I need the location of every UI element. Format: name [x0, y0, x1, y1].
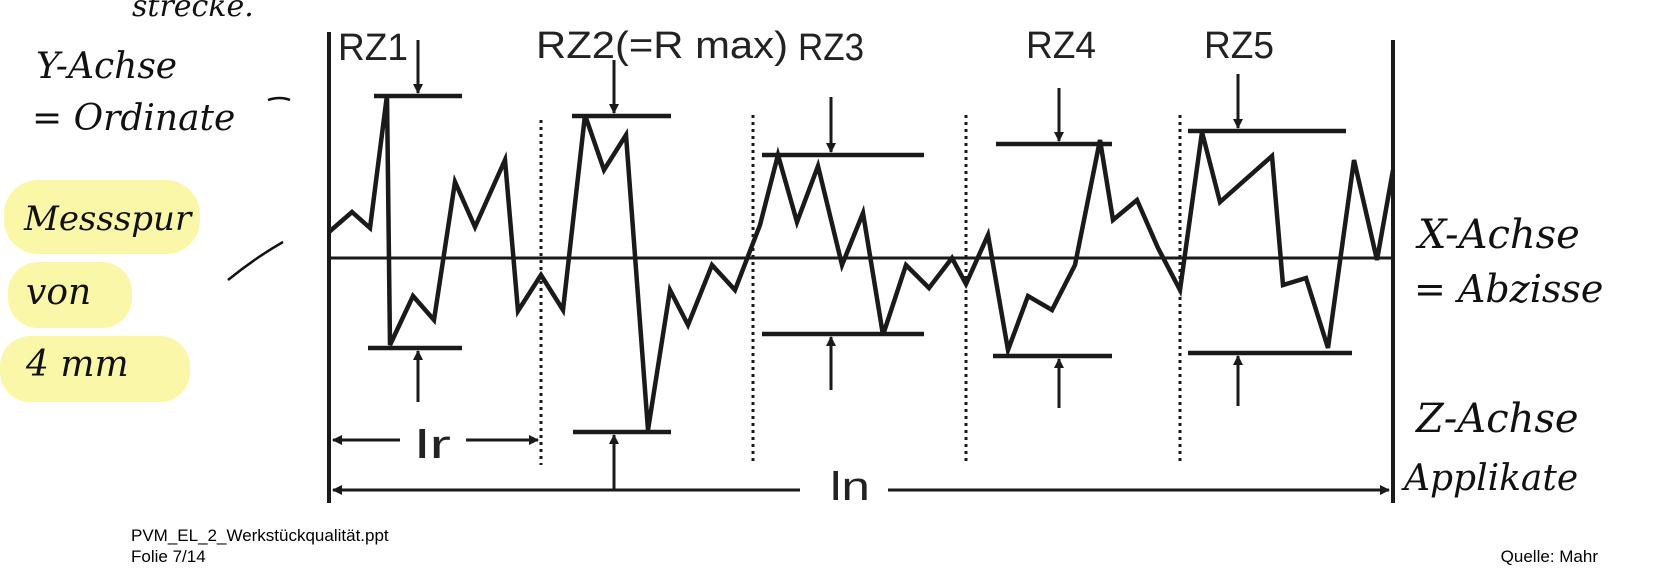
footer-filename: PVM_EL_2_Werkstückqualität.ppt	[131, 526, 389, 545]
note-z-axis-1: Z-Achse	[1414, 396, 1579, 442]
highlight-von	[8, 262, 132, 328]
note-4mm: 4 mm	[25, 344, 129, 385]
label-rz5: RZ5	[1204, 25, 1274, 67]
label-rz2: RZ2(=R max)	[536, 25, 788, 67]
note-x-axis-1: X-Achse	[1415, 212, 1580, 258]
label-rz1: RZ1	[338, 27, 408, 69]
note-messspur: Messspur	[23, 199, 193, 239]
label-rz4: RZ4	[1026, 25, 1096, 67]
label-lr: lr	[415, 423, 451, 467]
note-y-axis-2: = Ordinate	[32, 98, 235, 139]
highlight-4mm	[0, 336, 190, 402]
note-y-axis-1: Y-Achse	[36, 46, 177, 87]
pointer-stroke-ordinate	[267, 96, 291, 102]
highlight-messspur	[4, 180, 200, 254]
top-cut-text: strecke.	[132, 0, 254, 24]
label-rz3: RZ3	[798, 27, 864, 69]
label-ln: ln	[830, 465, 870, 509]
footer-source: Quelle: Mahr	[1500, 547, 1598, 566]
roughness-profile	[327, 94, 1396, 431]
note-x-axis-2: = Abzisse	[1414, 267, 1603, 311]
pointer-stroke-messspur	[227, 240, 284, 281]
footer-slide-number: Folie 7/14	[131, 547, 206, 566]
note-von: von	[26, 272, 91, 313]
note-z-axis-2: Applikate	[1401, 458, 1578, 499]
